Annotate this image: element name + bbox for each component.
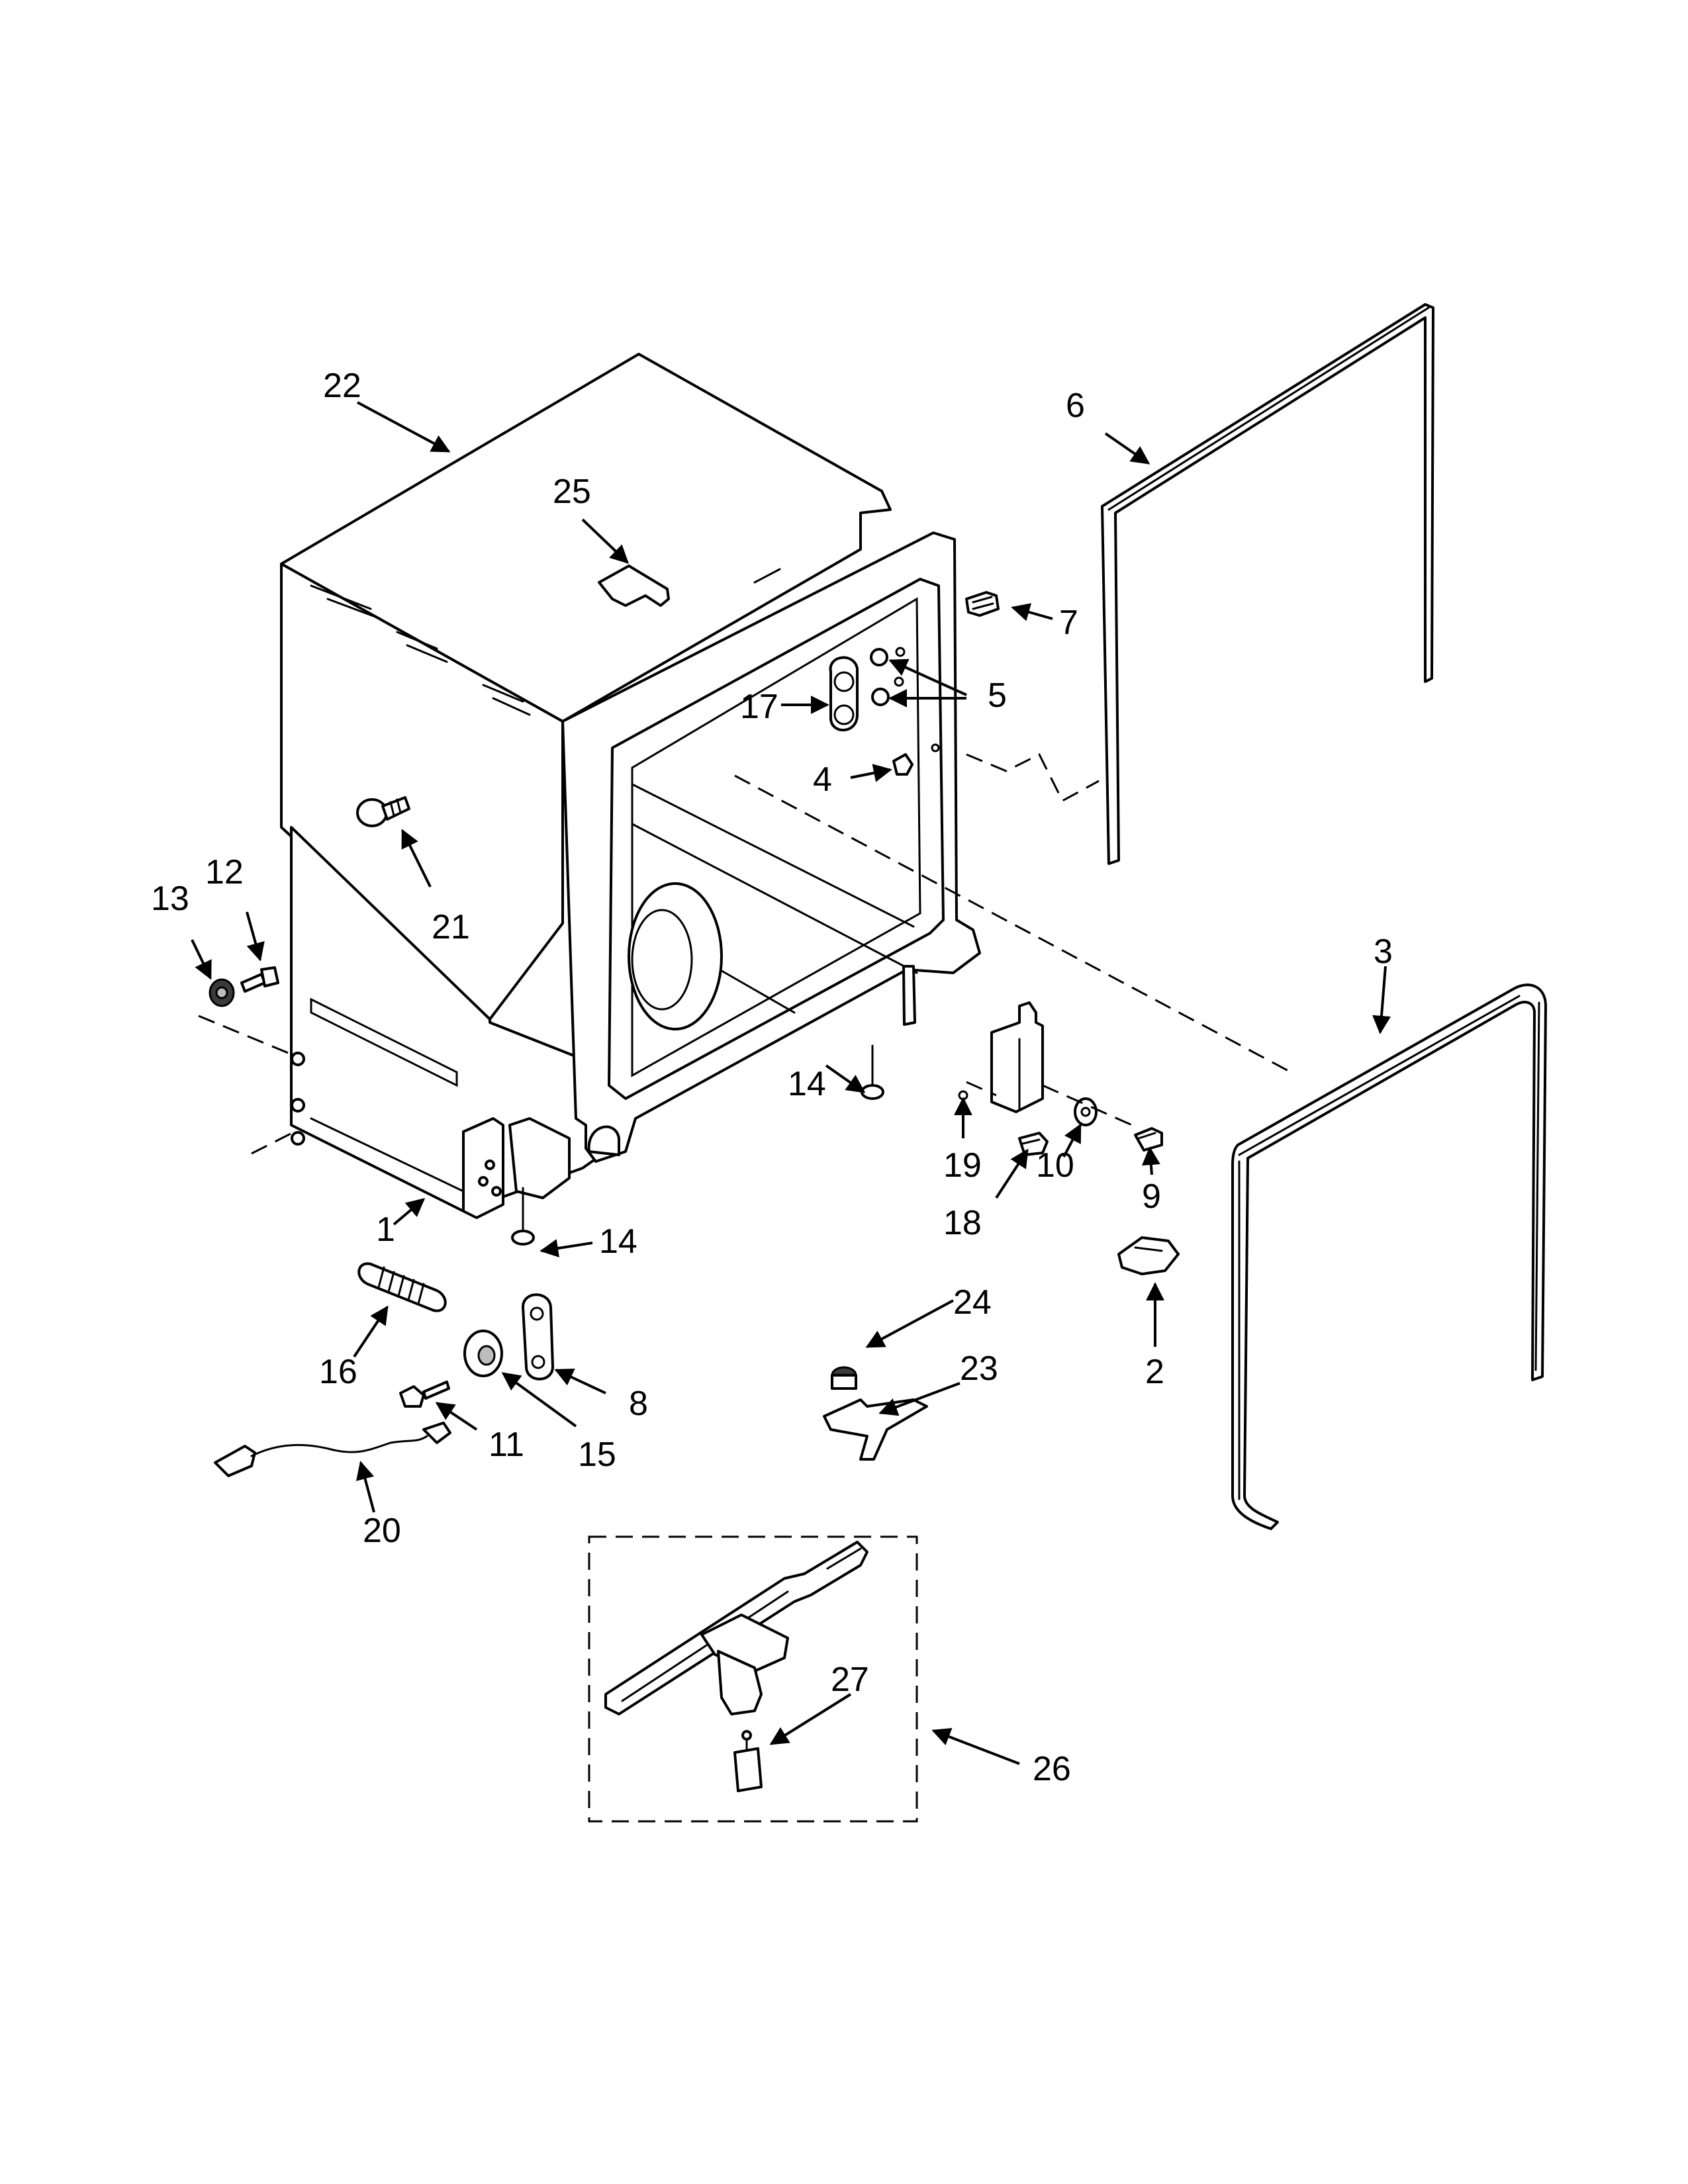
callout-9: 9 [1142,1177,1161,1216]
hinge-part-17 [829,656,859,732]
pulley-part-15 [463,1330,503,1377]
callout-7: 7 [1059,604,1078,642]
callout-22: 22 [323,367,361,405]
pump-assembly-inset-part-26 [588,1535,918,1823]
thermostat-part-24 [831,1366,857,1390]
tub-assembly-part-22 [280,353,981,1219]
callout-21: 21 [432,908,470,946]
nut-part-4 [892,743,940,776]
callout-2: 2 [1145,1353,1164,1391]
screw-part-9 [1134,1127,1163,1152]
callout-8: 8 [629,1385,648,1423]
link-part-8 [522,1293,554,1381]
assembly-reference-lines [198,752,1291,1155]
callout-labels: 22 25 6 7 5 17 4 21 12 13 3 14 19 10 9 1… [151,367,1393,1788]
callout-14-upper: 14 [788,1065,826,1103]
callout-18: 18 [943,1204,982,1242]
callout-3: 3 [1374,933,1393,971]
clip-part-2 [1117,1236,1180,1275]
leader-arrows [191,401,1391,1765]
gasket-part-3 [1231,983,1547,1530]
plug-part-21 [356,796,410,827]
spring-part-16 [357,1262,447,1312]
callout-27: 27 [831,1661,869,1699]
callout-16: 16 [319,1353,357,1391]
washer-part-5 [870,647,906,706]
callout-19: 19 [943,1146,982,1185]
screw-part-7 [965,591,1000,617]
callout-11: 11 [489,1426,524,1464]
callout-12: 12 [205,853,244,891]
bracket-part-25 [598,565,670,607]
callout-6: 6 [1066,387,1085,425]
callout-23: 23 [960,1349,998,1388]
screw-part-11 [399,1381,450,1408]
callout-1: 1 [376,1210,395,1249]
callout-13: 13 [151,880,189,918]
sensor-part-27 [733,1730,763,1792]
callout-4: 4 [813,760,832,799]
callout-10: 10 [1036,1146,1074,1185]
callout-5: 5 [988,676,1007,715]
leveling-leg-part-14-lower [511,1187,535,1246]
callout-15: 15 [578,1435,616,1474]
bracket-part-23 [823,1398,928,1461]
callout-25: 25 [553,473,591,511]
grommet-part-13 [209,978,235,1007]
clip-part-10 [1074,1097,1098,1126]
cable-part-20 [214,1422,451,1477]
door-gasket-part-6 [1101,303,1434,865]
bracket-part-19 [958,1001,1044,1113]
leveling-leg-part-14-upper [861,1044,884,1100]
callout-14-lower: 14 [599,1222,637,1261]
callout-17: 17 [740,688,778,726]
callout-20: 20 [363,1512,401,1550]
callout-24: 24 [953,1283,992,1322]
screw-part-12 [240,966,279,993]
callout-26: 26 [1033,1750,1071,1788]
